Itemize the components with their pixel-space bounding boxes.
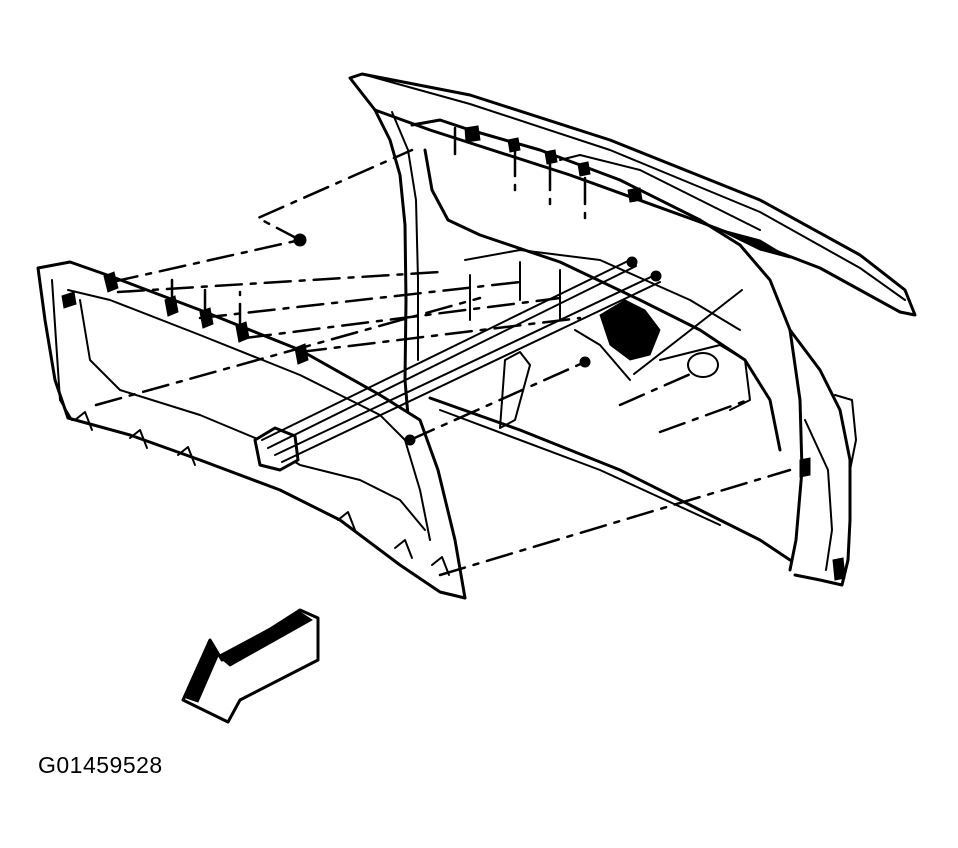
- figure-id-label: G01459528: [38, 752, 163, 778]
- alignment-lines: [94, 126, 792, 577]
- liftgate-body: [348, 72, 917, 600]
- front-direction-arrow-icon: [181, 608, 320, 724]
- fastener-leaders: [261, 233, 743, 463]
